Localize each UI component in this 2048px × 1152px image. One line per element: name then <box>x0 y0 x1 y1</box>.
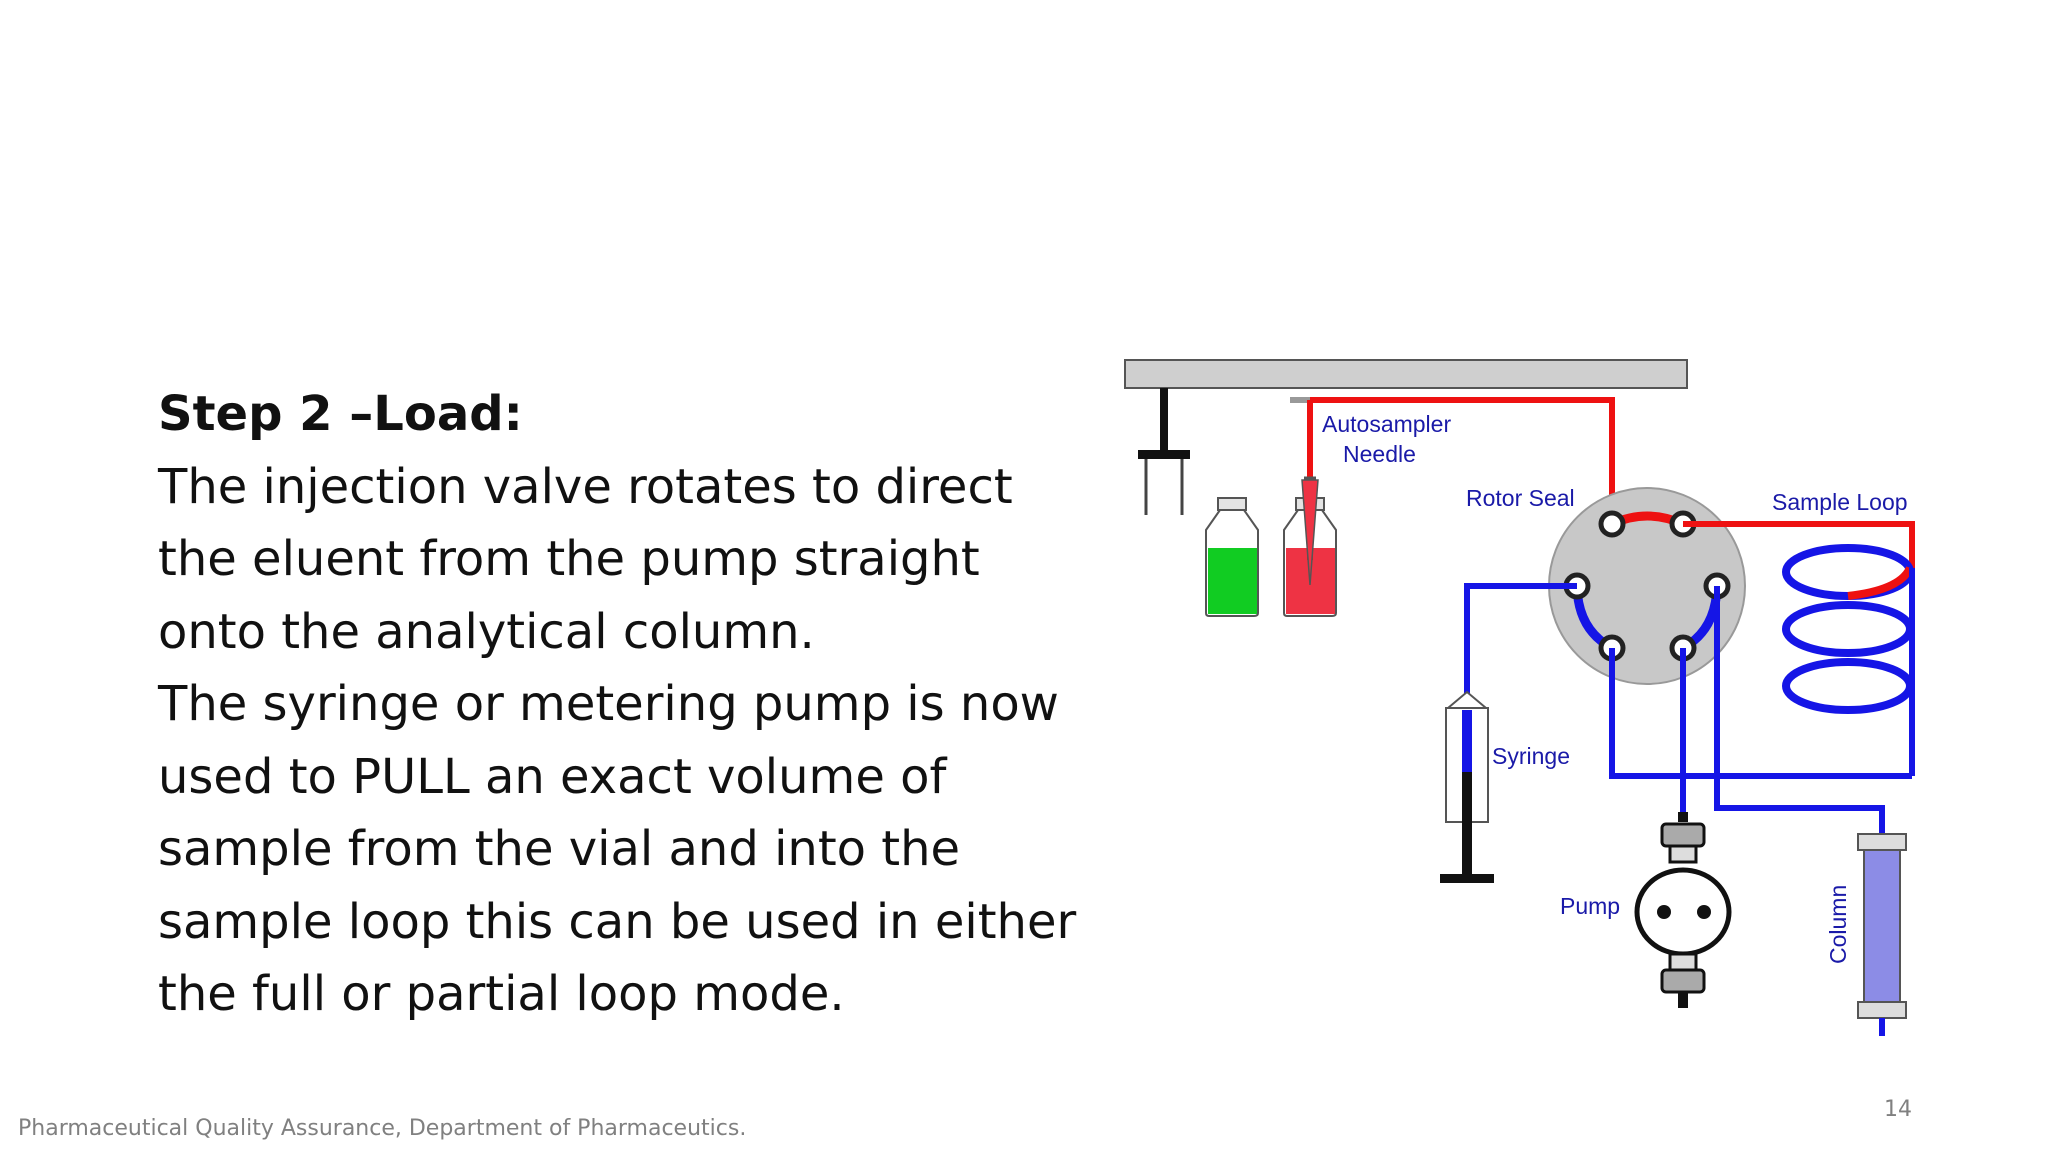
sample-loop-icon <box>1782 544 1915 776</box>
needle-icon <box>1290 397 1615 586</box>
gripper-icon <box>1138 388 1190 515</box>
column-line <box>1714 586 1885 836</box>
slide-heading: Step 2 –Load: <box>158 386 523 442</box>
footer-text: Pharmaceutical Quality Assurance, Depart… <box>18 1116 747 1141</box>
slide-text: Step 2 –Load: The injection valve rotate… <box>158 378 1118 1031</box>
body-line: used to PULL an exact volume of <box>158 748 947 805</box>
sample-loop-inlet-line <box>1683 521 1915 568</box>
syringe-icon <box>1440 690 1494 883</box>
gantry-bar <box>1124 359 1688 389</box>
body-line: sample loop this can be used in either <box>158 893 1077 950</box>
pump-label: Pump <box>1560 893 1620 919</box>
body-line: the eluent from the pump straight <box>158 531 980 587</box>
page-number: 14 <box>1884 1097 1912 1122</box>
body-line: The injection valve rotates to direct <box>158 458 1013 515</box>
column-icon <box>1857 833 1907 1036</box>
needle-label: Needle <box>1343 441 1416 467</box>
autosampler-label: Autosampler <box>1322 411 1451 437</box>
sample-loop-label: Sample Loop <box>1772 489 1908 515</box>
syringe-line <box>1464 583 1577 700</box>
rotor-seal-label: Rotor Seal <box>1466 485 1575 511</box>
loop-return-line <box>1609 648 1912 779</box>
pump-icon <box>1634 812 1732 1008</box>
vial-icon <box>1205 497 1259 617</box>
body-line: onto the analytical column. <box>158 603 815 660</box>
body-line: The syringe or metering pump is now <box>158 676 1059 732</box>
body-line: sample from the vial and into the <box>158 821 961 877</box>
hplc-load-diagram: Autosampler Needle Rotor Seal Sample Loo… <box>1124 359 1915 1036</box>
syringe-label: Syringe <box>1492 743 1570 769</box>
column-label: Column <box>1825 885 1851 964</box>
body-line: the full or partial loop mode. <box>158 966 845 1022</box>
